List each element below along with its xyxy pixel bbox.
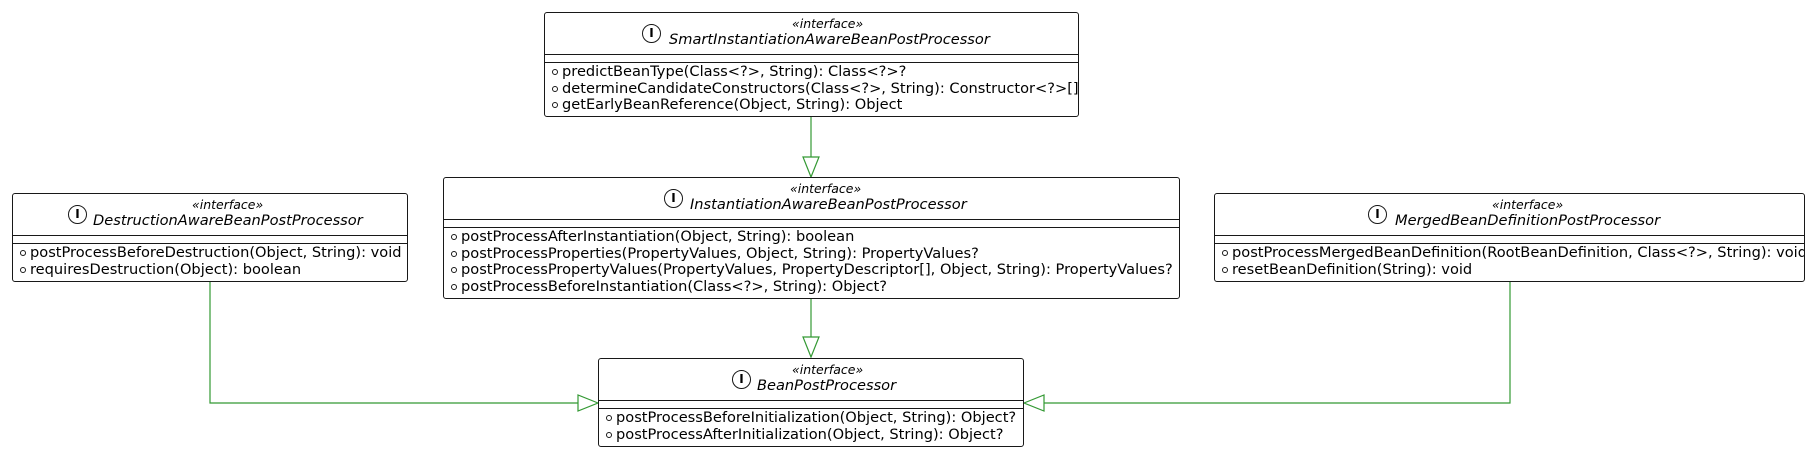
method-row: postProcessBeforeInstantiation(Class<?>,… <box>450 277 1179 296</box>
methods-compartment: predictBeanType(Class<?>, String): Class… <box>545 63 1078 114</box>
method-signature: postProcessAfterInstantiation(Object, St… <box>461 228 855 245</box>
inheritance-arrowhead <box>577 394 600 412</box>
edge-instantiation-to-bean <box>802 299 820 359</box>
method-row: postProcessMergedBeanDefinition(RootBean… <box>1221 244 1805 262</box>
class-name: DestructionAwareBeanPostProcessor <box>93 212 363 229</box>
class-header: I «interface» SmartInstantiationAwareBea… <box>545 13 1078 55</box>
methods-compartment: postProcessAfterInstantiation(Object, St… <box>444 228 1179 295</box>
inheritance-arrowhead <box>802 336 820 359</box>
methods-compartment: postProcessBeforeDestruction(Object, Str… <box>13 244 407 278</box>
method-row: postProcessAfterInitialization(Object, S… <box>605 425 1023 444</box>
edge-merged-to-bean <box>1022 282 1511 412</box>
class-merged-bean-definition-post-processor[interactable]: I «interface» MergedBeanDefinitionPostPr… <box>1214 193 1805 282</box>
interface-icon: I <box>68 205 87 224</box>
interface-icon: I <box>664 189 683 208</box>
class-name: BeanPostProcessor <box>757 377 897 394</box>
class-bean-post-processor[interactable]: I «interface» BeanPostProcessor postProc… <box>598 358 1024 447</box>
method-row: resetBeanDefinition(String): void <box>1221 260 1804 279</box>
method-signature: resetBeanDefinition(String): void <box>1232 260 1473 278</box>
method-row: predictBeanType(Class<?>, String): Class… <box>551 63 1078 81</box>
public-visibility-icon <box>606 415 612 421</box>
fields-compartment <box>545 55 1078 63</box>
interface-icon: I <box>1368 205 1387 224</box>
method-row: requiresDestruction(Object): boolean <box>19 260 407 279</box>
fields-compartment <box>599 401 1023 409</box>
methods-compartment: postProcessMergedBeanDefinition(RootBean… <box>1215 244 1804 278</box>
public-visibility-icon <box>1222 250 1228 256</box>
edge-smart-to-instantiation <box>802 117 820 179</box>
class-instantiation-aware-bean-post-processor[interactable]: I «interface» InstantiationAwareBeanPost… <box>443 177 1180 299</box>
public-visibility-icon <box>451 234 457 240</box>
method-signature: determineCandidateConstructors(Class<?>,… <box>562 79 1079 97</box>
public-visibility-icon <box>1222 266 1228 273</box>
class-header: I «interface» BeanPostProcessor <box>599 359 1023 401</box>
stereotype-label: «interface» <box>790 181 862 196</box>
public-visibility-icon <box>20 250 26 256</box>
public-visibility-icon <box>451 283 457 290</box>
method-signature: getEarlyBeanReference(Object, String): O… <box>562 96 903 113</box>
class-smart-instantiation-aware-bean-post-processor[interactable]: I «interface» SmartInstantiationAwareBea… <box>544 12 1079 117</box>
method-row: getEarlyBeanReference(Object, String): O… <box>551 96 1078 114</box>
method-signature: postProcessAfterInitialization(Object, S… <box>616 425 1004 443</box>
method-row: determineCandidateConstructors(Class<?>,… <box>551 79 1079 98</box>
fields-compartment <box>444 220 1179 228</box>
inheritance-arrowhead <box>802 156 820 179</box>
stereotype-label: «interface» <box>192 197 264 212</box>
method-signature: requiresDestruction(Object): boolean <box>30 260 302 278</box>
edge-line <box>209 282 578 404</box>
interface-icon: I <box>642 24 661 43</box>
edge-line <box>1044 282 1511 404</box>
class-header: I «interface» DestructionAwareBeanPostPr… <box>13 194 407 236</box>
public-visibility-icon <box>606 431 612 438</box>
method-signature: postProcessBeforeInitialization(Object, … <box>616 409 1017 426</box>
class-name: InstantiationAwareBeanPostProcessor <box>690 196 967 213</box>
method-row: postProcessProperties(PropertyValues, Ob… <box>450 244 1179 263</box>
stereotype-label: «interface» <box>1492 197 1564 212</box>
public-visibility-icon <box>552 69 558 75</box>
class-name: SmartInstantiationAwareBeanPostProcessor <box>669 31 990 48</box>
inheritance-arrowhead <box>1022 394 1045 412</box>
interface-icon: I <box>732 370 751 389</box>
method-signature: postProcessBeforeInstantiation(Class<?>,… <box>461 277 887 295</box>
class-header: I «interface» MergedBeanDefinitionPostPr… <box>1215 194 1804 236</box>
method-signature: postProcessPropertyValues(PropertyValues… <box>461 261 1173 278</box>
public-visibility-icon <box>552 85 558 92</box>
class-header: I «interface» InstantiationAwareBeanPost… <box>444 178 1179 220</box>
stereotype-label: «interface» <box>792 362 864 377</box>
fields-compartment <box>13 236 407 244</box>
edge-destruction-to-bean <box>209 282 600 412</box>
public-visibility-icon <box>451 267 457 273</box>
method-signature: postProcessMergedBeanDefinition(RootBean… <box>1232 244 1805 261</box>
method-row: postProcessBeforeInitialization(Object, … <box>605 409 1023 427</box>
methods-compartment: postProcessBeforeInitialization(Object, … <box>599 409 1023 443</box>
class-name: MergedBeanDefinitionPostProcessor <box>1395 212 1661 229</box>
method-row: postProcessBeforeDestruction(Object, Str… <box>19 244 407 262</box>
public-visibility-icon <box>20 266 26 273</box>
class-destruction-aware-bean-post-processor[interactable]: I «interface» DestructionAwareBeanPostPr… <box>12 193 408 282</box>
method-row: postProcessPropertyValues(PropertyValues… <box>450 261 1179 279</box>
stereotype-label: «interface» <box>792 16 864 31</box>
public-visibility-icon <box>552 102 558 108</box>
method-row: postProcessAfterInstantiation(Object, St… <box>450 228 1179 246</box>
fields-compartment <box>1215 236 1804 244</box>
public-visibility-icon <box>451 250 457 257</box>
method-signature: predictBeanType(Class<?>, String): Class… <box>562 63 907 80</box>
method-signature: postProcessBeforeDestruction(Object, Str… <box>30 244 402 261</box>
method-signature: postProcessProperties(PropertyValues, Ob… <box>461 244 979 262</box>
